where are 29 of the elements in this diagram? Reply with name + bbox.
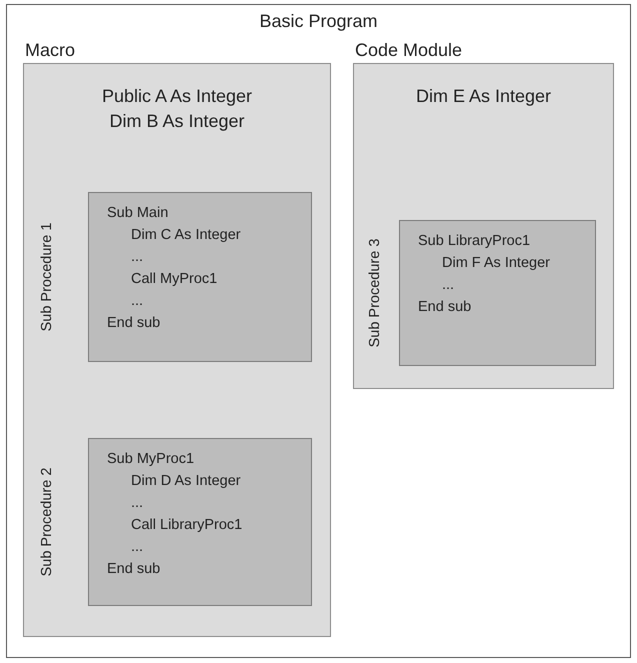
code-line: Call LibraryProc1 xyxy=(131,517,242,533)
code-line: ... xyxy=(442,277,454,293)
module-heading: Code Module xyxy=(355,40,462,61)
program-frame xyxy=(6,4,631,658)
procedure-label: Sub Procedure 2 xyxy=(39,468,55,576)
code-line: Dim F As Integer xyxy=(442,255,550,271)
module-heading: Macro xyxy=(25,40,76,61)
code-line: ... xyxy=(131,249,144,265)
code-line: Sub Main xyxy=(107,205,168,221)
declaration-text: Public A As Integer xyxy=(100,86,254,107)
procedure-label: Sub Procedure 3 xyxy=(367,238,383,348)
code-line: Sub LibraryProc1 xyxy=(418,233,530,249)
code-line: End sub xyxy=(107,315,160,331)
frame-heading: Basic Program xyxy=(258,11,379,32)
procedure-box xyxy=(399,220,596,366)
code-line: Dim C As Integer xyxy=(131,227,241,243)
code-line: Dim D As Integer xyxy=(131,473,241,489)
declaration-text: Dim B As Integer xyxy=(108,111,246,132)
procedure-box xyxy=(88,438,312,606)
code-line: ... xyxy=(131,539,144,555)
procedure-box xyxy=(88,192,312,362)
code-line: End sub xyxy=(418,299,472,315)
code-line: Sub MyProc1 xyxy=(107,451,194,467)
code-line: Call MyProc1 xyxy=(131,271,218,287)
procedure-label: Sub Procedure 1 xyxy=(39,222,55,332)
code-line: ... xyxy=(131,495,144,511)
declaration-text: Dim E As Integer xyxy=(414,86,552,107)
code-line: End sub xyxy=(107,561,160,577)
code-line: ... xyxy=(131,293,144,309)
